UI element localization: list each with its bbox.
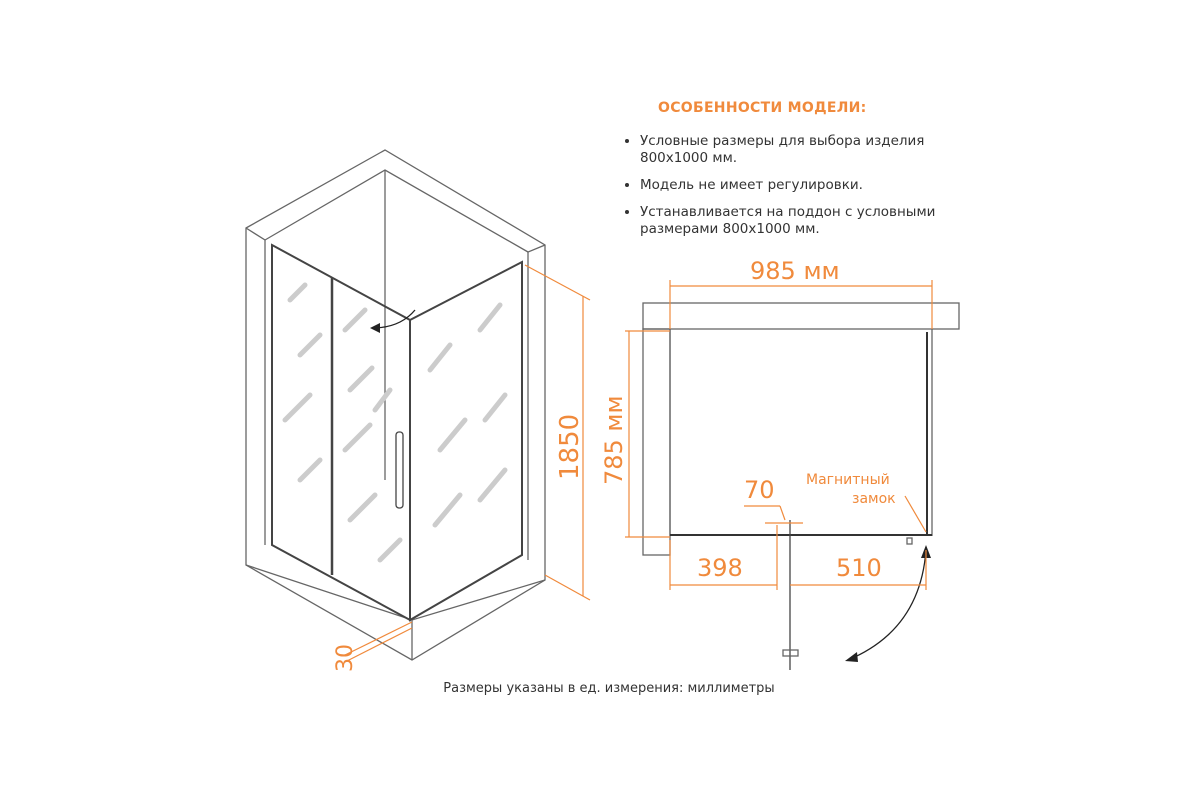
depth-label: 785 мм [600, 395, 628, 485]
plan-dimensions [625, 280, 933, 590]
door-label: 510 [836, 554, 882, 582]
feature-item: Устанавливается на поддон с условными ра… [640, 204, 942, 238]
magnet-lock-label-1: Магнитный [806, 472, 890, 488]
base-label: 30 [333, 644, 358, 672]
width-label: 985 мм [750, 257, 840, 285]
isometric-view [245, 149, 546, 661]
fixed-panel-label: 398 [697, 554, 743, 582]
units-note: Размеры указаны в ед. измерения: миллиме… [443, 681, 775, 696]
magnet-lock-label-2: замок [852, 491, 896, 507]
plan-view [642, 302, 960, 670]
feature-item: Условные размеры для выбора изделия 800x… [640, 133, 942, 167]
feature-item: Модель не имеет регулировки. [640, 177, 942, 194]
features-block: ОСОБЕННОСТИ МОДЕЛИ: Условные размеры для… [622, 100, 942, 248]
glass-pattern [282, 282, 508, 563]
gap-label: 70 [744, 476, 775, 504]
height-dimension [344, 264, 591, 663]
height-label: 1850 [555, 414, 585, 480]
features-title: ОСОБЕННОСТИ МОДЕЛИ: [658, 100, 867, 116]
